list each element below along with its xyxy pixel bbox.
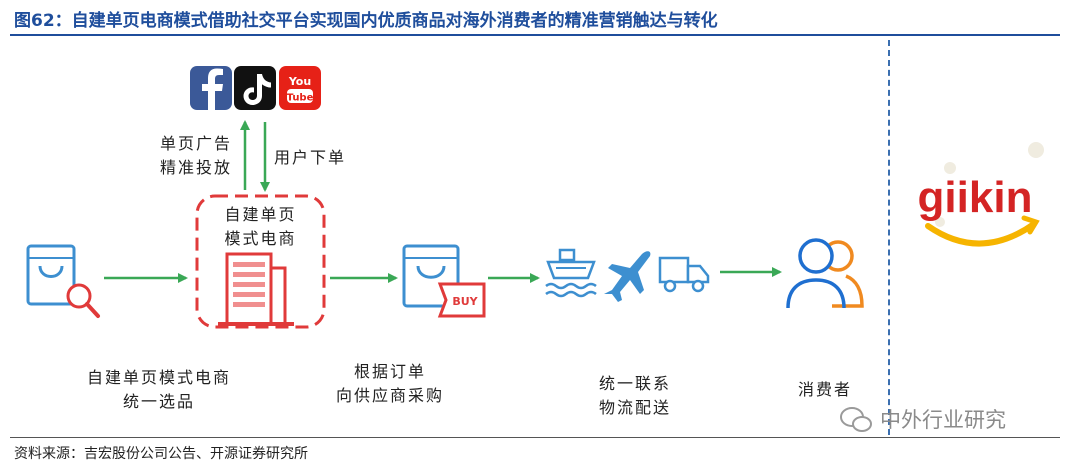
- step-caption-2-line1: 根据订单: [353, 362, 426, 381]
- order-label: 用户下单: [274, 148, 347, 167]
- step-caption-2: 根据订单 向供应商采购: [320, 360, 460, 408]
- title-bar: 图62：自建单页电商模式借助社交平台实现国内优质商品对海外消费者的精准营销触达与…: [0, 0, 1060, 36]
- wechat-icon: [840, 407, 872, 432]
- ship-icon: [545, 248, 597, 298]
- tiktok-icon: [234, 66, 276, 110]
- step-caption-3: 统一联系 物流配送: [565, 372, 705, 420]
- giikin-wordmark: giikin: [918, 173, 1033, 222]
- shopping-bag-buy-icon: BUY: [402, 244, 486, 318]
- source-note: 资料来源：吉宏股份公司公告、开源证券研究所: [14, 446, 308, 462]
- facebook-icon: [190, 66, 232, 110]
- step-caption-3-line2: 物流配送: [598, 398, 671, 417]
- box-label-line1: 自建单页: [224, 205, 297, 224]
- giikin-logo: giikin: [918, 142, 1044, 247]
- box-label: 自建单页 模式电商: [197, 203, 324, 251]
- step-caption-1: 自建单页模式电商 统一选品: [54, 366, 264, 414]
- step-caption-4: 消费者: [797, 380, 852, 399]
- watermark-text: 中外行业研究: [880, 408, 1006, 432]
- step-caption-2-line2: 向供应商采购: [335, 386, 444, 405]
- step-caption-3-line1: 统一联系: [598, 374, 671, 393]
- figure-title: 图62：自建单页电商模式借助社交平台实现国内优质商品对海外消费者的精准营销触达与…: [14, 11, 718, 31]
- ad-label: 单页广告 精准投放: [140, 132, 232, 180]
- building-icon: [218, 252, 294, 326]
- box-label-line2: 模式电商: [224, 229, 297, 248]
- ad-label-line2: 精准投放: [159, 158, 232, 177]
- ecommerce-box: [195, 194, 326, 329]
- youtube-label-bottom: Tube: [287, 93, 314, 104]
- section-divider: [888, 40, 890, 435]
- title-rule: [10, 34, 1060, 36]
- step-caption-1-line1: 自建单页模式电商: [86, 368, 231, 387]
- step-caption-1-line2: 统一选品: [122, 392, 195, 411]
- shopping-bag-search-icon: [26, 244, 100, 318]
- source-rule: [10, 437, 1060, 438]
- truck-icon: [658, 256, 710, 293]
- youtube-icon: You Tube: [279, 66, 321, 110]
- airplane-icon: [604, 251, 651, 302]
- buy-tag-label: BUY: [452, 295, 478, 308]
- ad-label-line1: 单页广告: [159, 134, 232, 153]
- consumer-icon: [786, 238, 864, 309]
- youtube-label-top: You: [288, 75, 311, 88]
